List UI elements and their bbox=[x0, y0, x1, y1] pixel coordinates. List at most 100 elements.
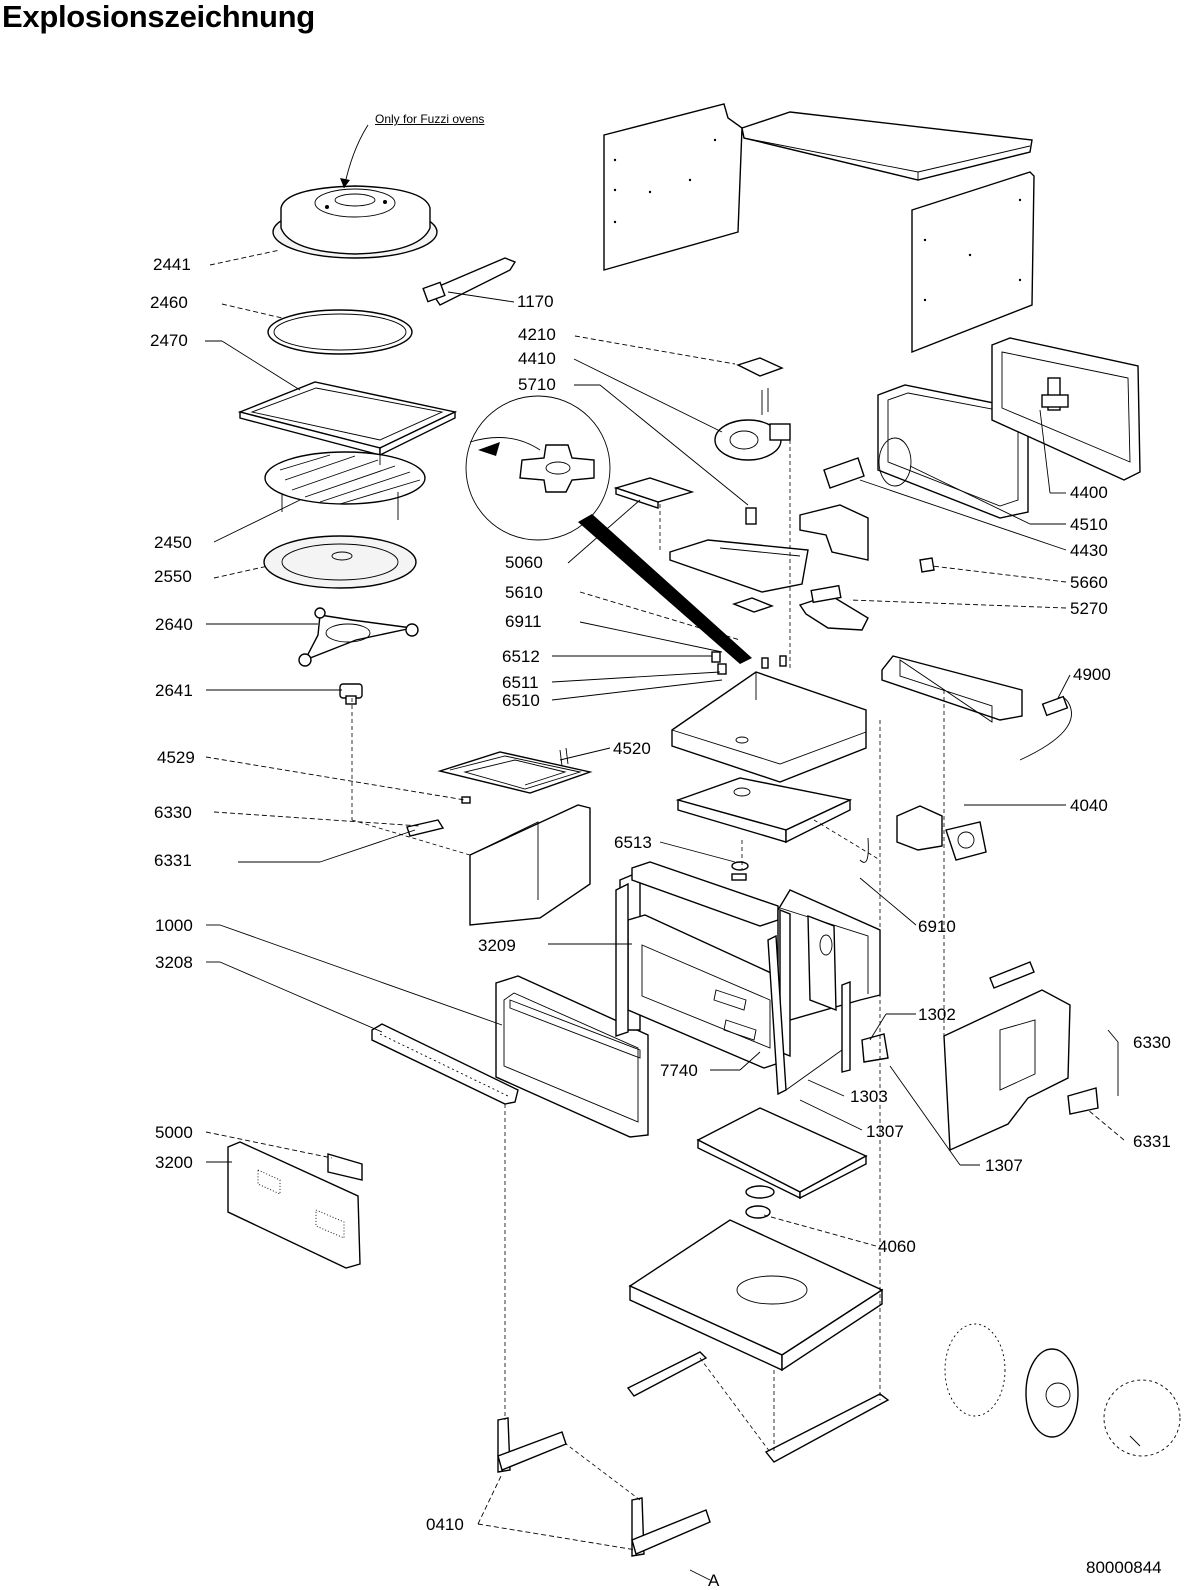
base-rails bbox=[497, 1351, 890, 1557]
leader-lines bbox=[205, 249, 1125, 1581]
part-label: 4510 bbox=[1070, 515, 1108, 534]
part-label: 1303 bbox=[850, 1087, 888, 1106]
part-label: 3200 bbox=[155, 1153, 193, 1172]
fuzzi-note: Only for Fuzzi ovens bbox=[375, 112, 485, 126]
mains-cord bbox=[1019, 695, 1072, 761]
part-label: 4040 bbox=[1070, 796, 1108, 815]
fuse bbox=[919, 557, 935, 573]
part-label: 5610 bbox=[505, 583, 543, 602]
part-label: 6330 bbox=[154, 803, 192, 822]
part-label: 5270 bbox=[1070, 599, 1108, 618]
roller-support bbox=[298, 607, 419, 667]
part-label: 4430 bbox=[1070, 541, 1108, 560]
part-label: 6513 bbox=[614, 833, 652, 852]
part-label: 5660 bbox=[1070, 573, 1108, 592]
waveguide-cover-panel bbox=[469, 804, 591, 926]
part-label: 3208 bbox=[155, 953, 193, 972]
cabinet-top-panel bbox=[741, 111, 1033, 181]
part-label: 2460 bbox=[150, 293, 188, 312]
cooling-fan bbox=[714, 419, 791, 461]
view-marker: A bbox=[708, 1571, 720, 1590]
part-label: 4210 bbox=[518, 325, 556, 344]
part-label: 1307 bbox=[985, 1156, 1023, 1175]
page-title: Explosionszeichnung bbox=[2, 0, 315, 34]
stirrer-drive bbox=[731, 861, 749, 881]
part-label: 6331 bbox=[1133, 1132, 1171, 1151]
door-hinge-assembly bbox=[785, 1033, 889, 1091]
part-label: 4410 bbox=[518, 349, 556, 368]
waveguide-outer-cover bbox=[881, 655, 1023, 723]
detail-magnifier-circle bbox=[465, 395, 611, 541]
power-board-holder bbox=[669, 539, 809, 593]
part-label: 6911 bbox=[505, 612, 542, 631]
door-frame-gaskets bbox=[877, 337, 1141, 519]
drawing-number: 80000844 bbox=[1086, 1558, 1162, 1577]
part-label: 1170 bbox=[517, 292, 554, 311]
cavity-front-frame bbox=[615, 882, 787, 1096]
pan-ring bbox=[267, 309, 413, 355]
grill-rack bbox=[264, 451, 426, 520]
turntable-coupler bbox=[339, 683, 363, 705]
detail-pointer bbox=[578, 514, 752, 664]
microswitches bbox=[711, 651, 787, 675]
turntable-motor bbox=[745, 1185, 775, 1219]
base-plate bbox=[628, 1219, 884, 1372]
magnetron-and-transformer bbox=[859, 805, 987, 863]
small-plate bbox=[731, 597, 775, 613]
part-label: 4060 bbox=[878, 1237, 916, 1256]
part-label: 6910 bbox=[918, 917, 956, 936]
grill-element-clip bbox=[461, 796, 471, 804]
part-label: 5710 bbox=[518, 375, 556, 394]
glass-turntable bbox=[263, 535, 417, 589]
part-label: 6330 bbox=[1133, 1033, 1171, 1052]
baking-tray bbox=[237, 381, 458, 457]
oven-cavity bbox=[619, 861, 881, 1073]
part-label: 2640 bbox=[155, 615, 193, 634]
motor-detail-views bbox=[944, 1323, 1181, 1457]
part-label: 6511 bbox=[502, 673, 539, 692]
air-duct-cover bbox=[799, 504, 869, 561]
electronics-board bbox=[613, 477, 695, 509]
part-label: 5060 bbox=[505, 553, 543, 572]
fuzzi-dome-pan bbox=[272, 185, 438, 259]
thermal-cutout-bracket bbox=[736, 357, 784, 415]
part-label: 2441 bbox=[153, 255, 191, 274]
part-label: 4400 bbox=[1070, 483, 1108, 502]
part-label: 6510 bbox=[502, 691, 540, 710]
door-switch-assembly bbox=[798, 584, 869, 631]
control-panel bbox=[227, 1141, 361, 1269]
part-label: 2450 bbox=[154, 533, 192, 552]
part-label: 1302 bbox=[918, 1005, 956, 1024]
part-label: 4529 bbox=[157, 748, 195, 767]
bottom-cover-plate bbox=[696, 1107, 868, 1200]
door-trim-strip bbox=[371, 1023, 519, 1105]
stirrer-motor-bracket bbox=[823, 437, 912, 489]
part-label: 4520 bbox=[613, 739, 651, 758]
part-label: 3209 bbox=[478, 936, 516, 955]
part-label: 1000 bbox=[155, 916, 193, 935]
part-label: 6331 bbox=[154, 851, 192, 870]
cabinet-side-panel-left bbox=[603, 103, 743, 271]
door-interlock-latch bbox=[1041, 377, 1069, 411]
part-label: 7740 bbox=[660, 1061, 698, 1080]
side-duct-right bbox=[943, 961, 1071, 1152]
cabinet-side-panel-right bbox=[911, 171, 1035, 354]
part-label: 2550 bbox=[154, 567, 192, 586]
pan-handle bbox=[422, 257, 517, 306]
assembly-lines bbox=[351, 440, 945, 1501]
stirrer-cover bbox=[675, 777, 853, 844]
part-label: 6512 bbox=[502, 647, 540, 666]
part-label: 1307 bbox=[866, 1122, 904, 1141]
grill-heater-element bbox=[437, 747, 593, 794]
part-label: 2641 bbox=[155, 681, 193, 700]
part-label: 2470 bbox=[150, 331, 188, 350]
part-label: 5000 bbox=[155, 1123, 193, 1142]
waveguide-cover-clip bbox=[406, 819, 445, 837]
oven-door bbox=[495, 975, 649, 1138]
latch-clip bbox=[1067, 1087, 1099, 1115]
cavity-top-plate bbox=[671, 671, 867, 783]
part-label: 4900 bbox=[1073, 665, 1111, 684]
control-board bbox=[327, 1153, 363, 1181]
part-label: 0410 bbox=[426, 1515, 464, 1534]
